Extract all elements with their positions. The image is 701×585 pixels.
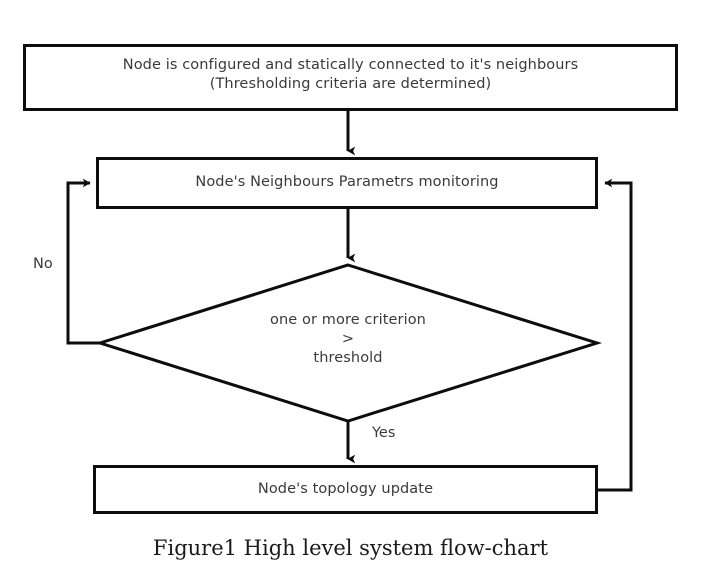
edge-label-yes: Yes — [372, 425, 396, 441]
decision-node-line-3: threshold — [313, 350, 383, 366]
decision-node-line-2: > — [341, 331, 355, 347]
monitor-node-box — [96, 157, 598, 209]
update-node-label: Node's topology update — [94, 480, 597, 499]
figure-caption: Figure1 High level system flow-chart — [152, 536, 549, 560]
start-node-line-1: Node is configured and statically connec… — [122, 57, 579, 73]
monitor-node-label: Node's Neighbours Parametrs monitoring — [97, 173, 597, 192]
start-node-label: Node is configured and statically connec… — [24, 56, 677, 94]
edge-no-loop — [66, 178, 100, 345]
decision-node-label: one or more criterion > threshold — [148, 311, 548, 368]
start-node-line-2: (Thresholding criteria are determined) — [209, 76, 492, 92]
monitor-node-line-1: Node's Neighbours Parametrs monitoring — [195, 174, 499, 190]
edge-update-to-monitor-loop — [597, 178, 633, 492]
decision-node-line-1: one or more criterion — [270, 312, 426, 328]
edge-label-no: No — [33, 256, 53, 272]
update-node-box — [93, 465, 598, 514]
update-node-line-1: Node's topology update — [257, 481, 434, 497]
start-node-box — [23, 44, 678, 111]
